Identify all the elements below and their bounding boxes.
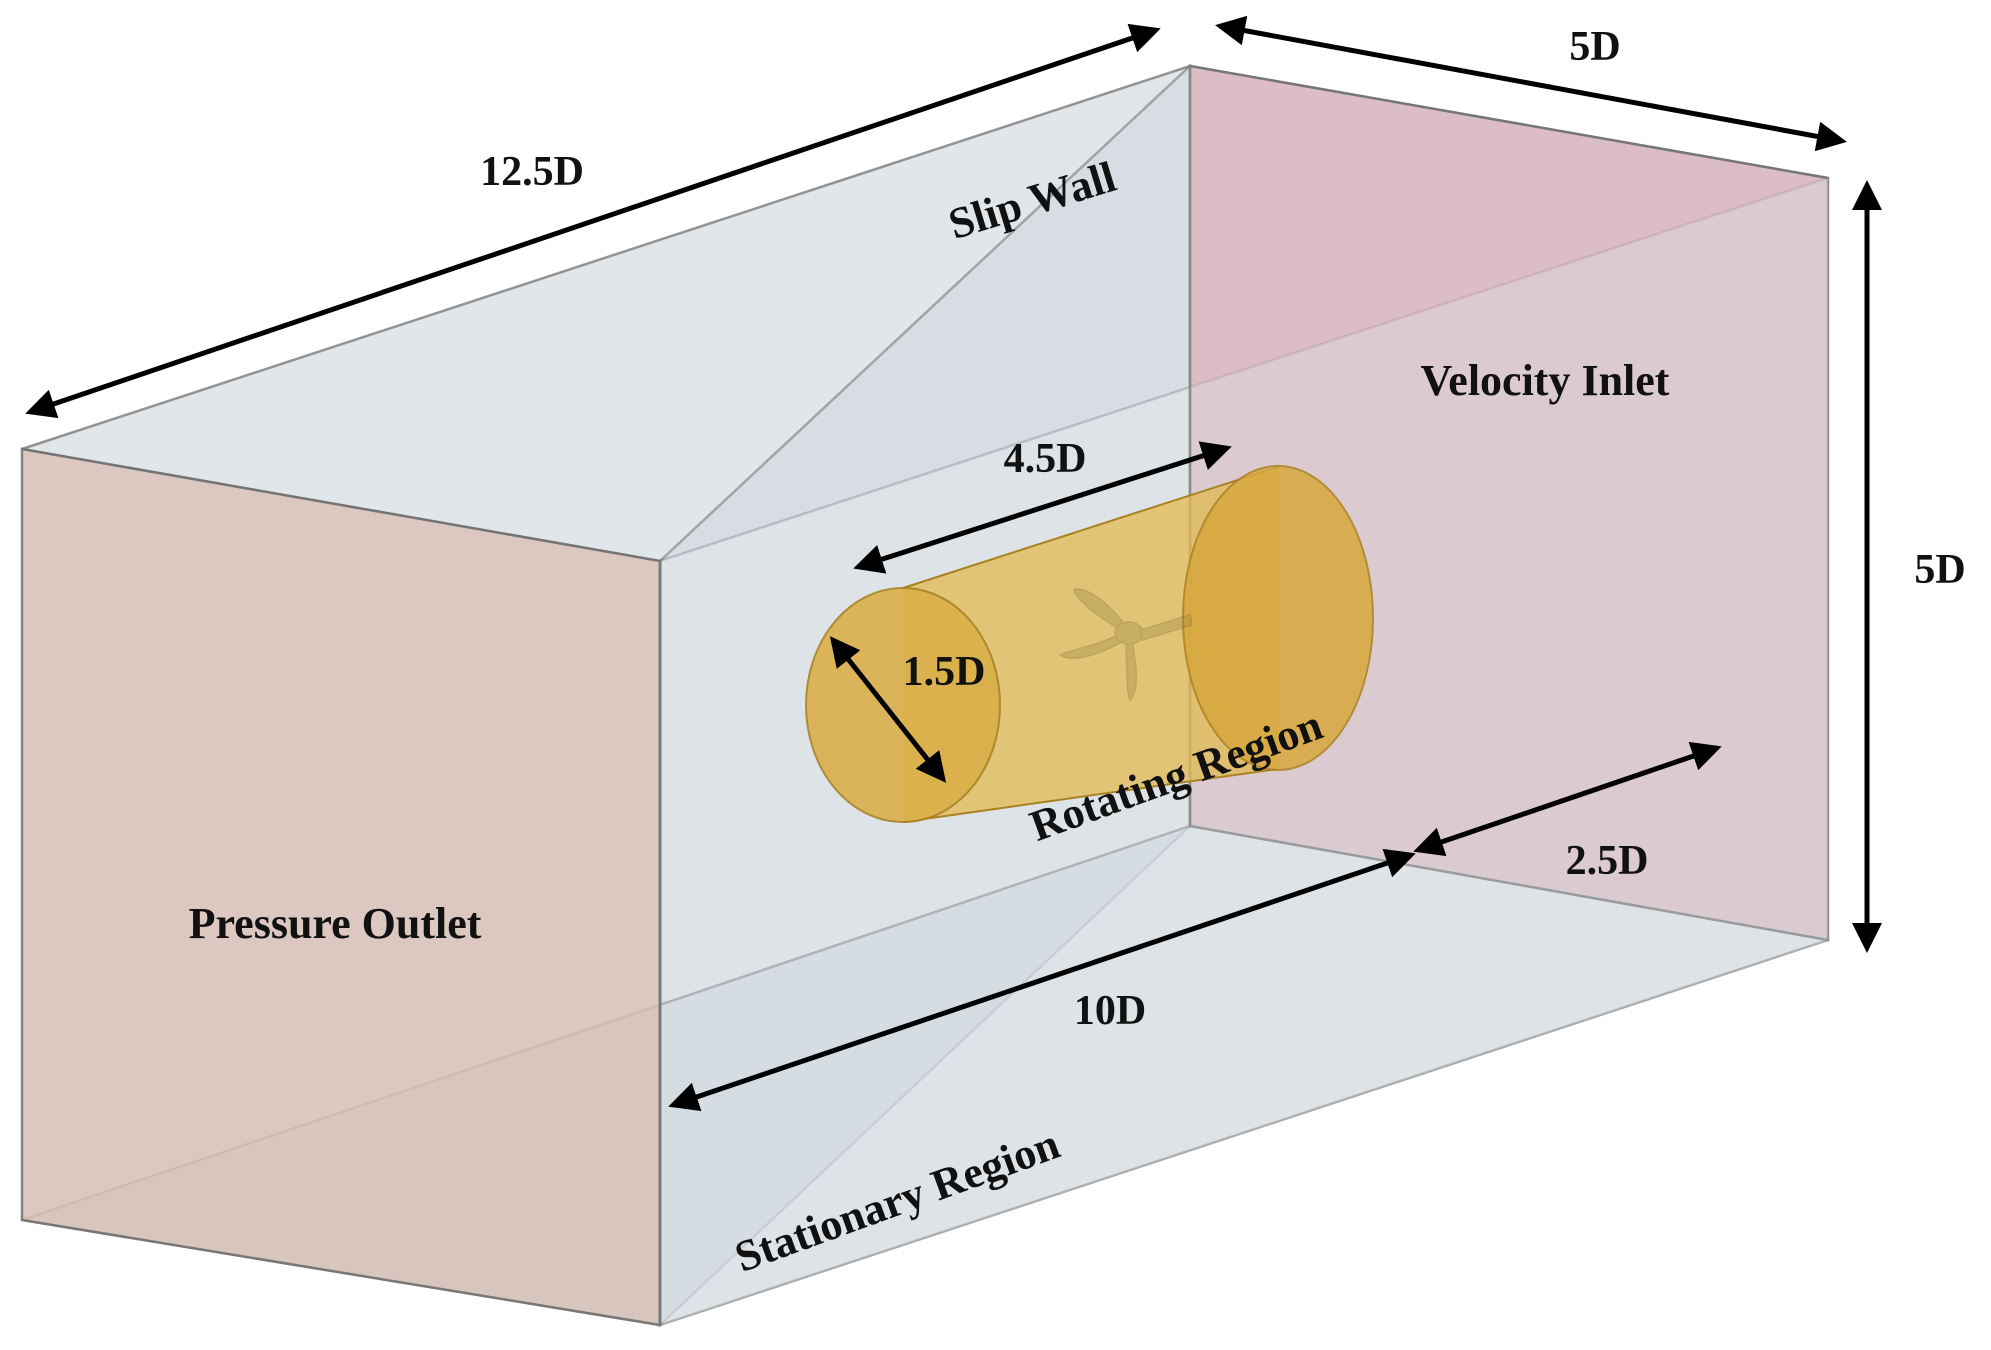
length-12-5d-label: 12.5D [480, 149, 584, 195]
rotating-diameter-1-5d-arrow [829, 636, 947, 783]
dimension-arrows [25, 15, 1882, 1112]
pressure-outlet-label: Pressure Outlet [189, 899, 482, 948]
upstream-2-5d-arrow [1413, 741, 1722, 857]
width-5d-label: 5D [1569, 24, 1620, 70]
turbine-icon [1058, 588, 1193, 702]
rotating-diameter-1-5d-label: 1.5D [903, 649, 986, 695]
width-5d-arrow [1215, 15, 1847, 152]
rotating-length-4-5d-label: 4.5D [1004, 436, 1087, 482]
height-5d-label: 5D [1914, 547, 1965, 593]
upstream-2-5d-label: 2.5D [1566, 838, 1649, 884]
pressure-outlet-face [20, 447, 662, 1327]
rotating-length-4-5d-arrow [853, 441, 1232, 574]
velocity-inlet-label: Velocity Inlet [1421, 356, 1670, 405]
downstream-10d-label: 10D [1074, 988, 1146, 1034]
downstream-10d-arrow [668, 848, 1416, 1112]
length-12-5d-arrow [25, 23, 1161, 419]
cylinder-edge [902, 768, 1278, 823]
cylinder-outlet-end [805, 587, 1001, 823]
